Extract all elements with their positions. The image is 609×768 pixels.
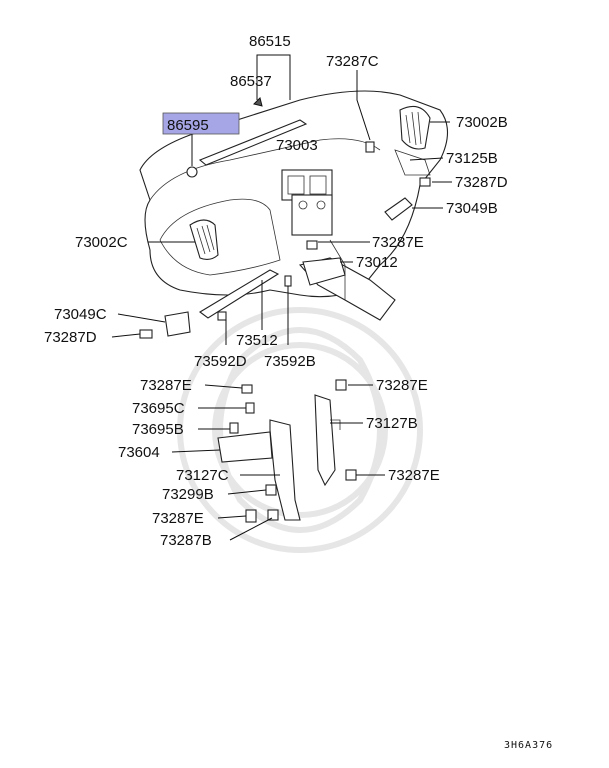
label-73287E-left-2[interactable]: 73287E (152, 510, 204, 527)
label-73127B[interactable]: 73127B (366, 415, 418, 432)
label-73287E-right-2[interactable]: 73287E (388, 467, 440, 484)
label-86537[interactable]: 86537 (230, 73, 272, 90)
label-73125B[interactable]: 73125B (446, 150, 498, 167)
label-73127C[interactable]: 73127C (176, 467, 229, 484)
label-86595[interactable]: 86595 (167, 117, 209, 134)
label-86515[interactable]: 86515 (249, 33, 291, 50)
label-73287E-right-1[interactable]: 73287E (376, 377, 428, 394)
label-73287E-upper[interactable]: 73287E (372, 234, 424, 251)
label-73287E-left-1[interactable]: 73287E (140, 377, 192, 394)
label-73592B[interactable]: 73592B (264, 353, 316, 370)
label-73287D-right[interactable]: 73287D (455, 174, 508, 191)
label-73695B[interactable]: 73695B (132, 421, 184, 438)
label-73512[interactable]: 73512 (236, 332, 278, 349)
label-73012[interactable]: 73012 (356, 254, 398, 271)
leader-lines (111, 54, 452, 541)
label-73002C[interactable]: 73002C (75, 234, 128, 251)
label-73287C[interactable]: 73287C (326, 53, 379, 70)
part-labels: 86515 86537 86595 73287C 73003 73002B 73… (44, 33, 508, 549)
label-73299B[interactable]: 73299B (162, 486, 214, 503)
label-73592D[interactable]: 73592D (194, 353, 247, 370)
label-73287B[interactable]: 73287B (160, 532, 212, 549)
highlight-86595 (162, 112, 240, 135)
label-73287D-left[interactable]: 73287D (44, 329, 97, 346)
label-73695C[interactable]: 73695C (132, 400, 185, 417)
label-73049C[interactable]: 73049C (54, 306, 107, 323)
diagram-code: 3H6A376 (504, 740, 553, 751)
label-73002B[interactable]: 73002B (456, 114, 508, 131)
label-73003[interactable]: 73003 (276, 137, 318, 154)
label-73049B[interactable]: 73049B (446, 200, 498, 217)
instrument-panel (139, 90, 449, 339)
label-73604[interactable]: 73604 (118, 444, 160, 461)
lower-brackets (217, 379, 357, 523)
